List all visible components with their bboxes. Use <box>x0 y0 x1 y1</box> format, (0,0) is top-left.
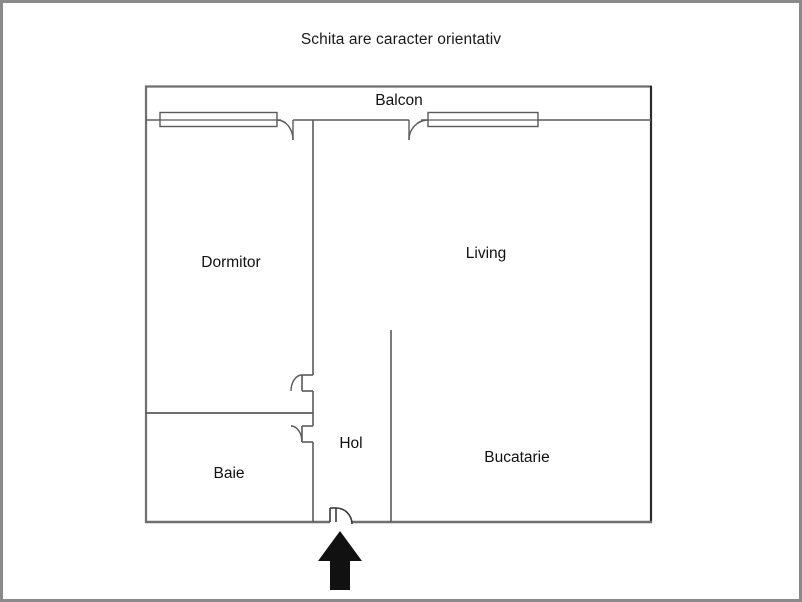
entrance-door <box>329 507 353 525</box>
room-label-bucatarie: Bucatarie <box>484 449 550 466</box>
balcony-window-left <box>159 111 278 128</box>
room-label-dormitor: Dormitor <box>201 254 261 271</box>
balcony-door-left <box>276 119 294 141</box>
room-label-living: Living <box>465 245 507 262</box>
page-title: Schita are caracter orientativ <box>300 31 502 48</box>
baie-door <box>290 425 303 443</box>
room-label-balcon: Balcon <box>375 92 423 109</box>
room-label-baie: Baie <box>213 465 245 482</box>
outer-walls <box>144 85 653 524</box>
dormitor-door <box>290 374 303 392</box>
balcony-window-right <box>427 111 539 128</box>
room-label-hol: Hol <box>339 435 363 452</box>
wall-center-vertical <box>301 120 314 522</box>
entrance-arrow <box>318 531 362 590</box>
balcony-door-right <box>408 119 429 141</box>
